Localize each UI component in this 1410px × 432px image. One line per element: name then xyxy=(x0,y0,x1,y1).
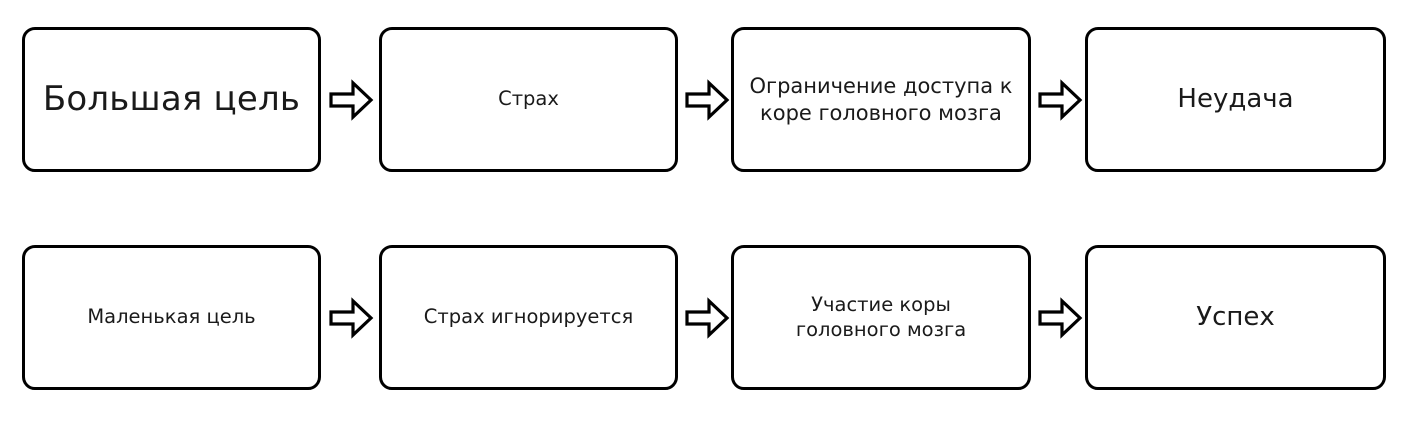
flow-node-label: Страх xyxy=(498,87,559,111)
flow-node-failure[interactable]: Неудача xyxy=(1085,27,1386,172)
arrow-right-icon xyxy=(683,294,731,342)
flow-node-label: Большая цель xyxy=(42,78,301,119)
flow-node-label: Неудача xyxy=(1177,83,1294,114)
flow-node-small-goal[interactable]: Маленькая цель xyxy=(22,245,321,390)
flow-node-label: Страх игнорируется xyxy=(423,305,634,329)
arrow-right-icon xyxy=(327,294,375,342)
flow-node-label: Маленькая цель xyxy=(87,305,256,329)
arrow-right-icon xyxy=(1036,294,1084,342)
flow-node-label: Участие коры головного мозга xyxy=(795,292,967,341)
flow-node-fear-ignored[interactable]: Страх игнорируется xyxy=(379,245,678,390)
arrow-right-icon xyxy=(683,76,731,124)
flow-node-fear[interactable]: Страх xyxy=(379,27,678,172)
flow-node-cortex-engaged[interactable]: Участие коры головного мозга xyxy=(731,245,1031,390)
flow-node-label: Ограничение доступа к коре головного моз… xyxy=(749,73,1013,125)
flow-node-cortex-access-restricted[interactable]: Ограничение доступа к коре головного моз… xyxy=(731,27,1031,172)
flow-row-failure: Большая цель Страх Ограничение доступа к… xyxy=(0,27,1410,172)
flow-node-label: Успех xyxy=(1196,301,1275,332)
arrow-right-icon xyxy=(1036,76,1084,124)
flow-row-success: Маленькая цель Страх игнорируется Участи… xyxy=(0,245,1410,390)
arrow-right-icon xyxy=(327,76,375,124)
flow-node-success[interactable]: Успех xyxy=(1085,245,1386,390)
flow-node-big-goal[interactable]: Большая цель xyxy=(22,27,321,172)
